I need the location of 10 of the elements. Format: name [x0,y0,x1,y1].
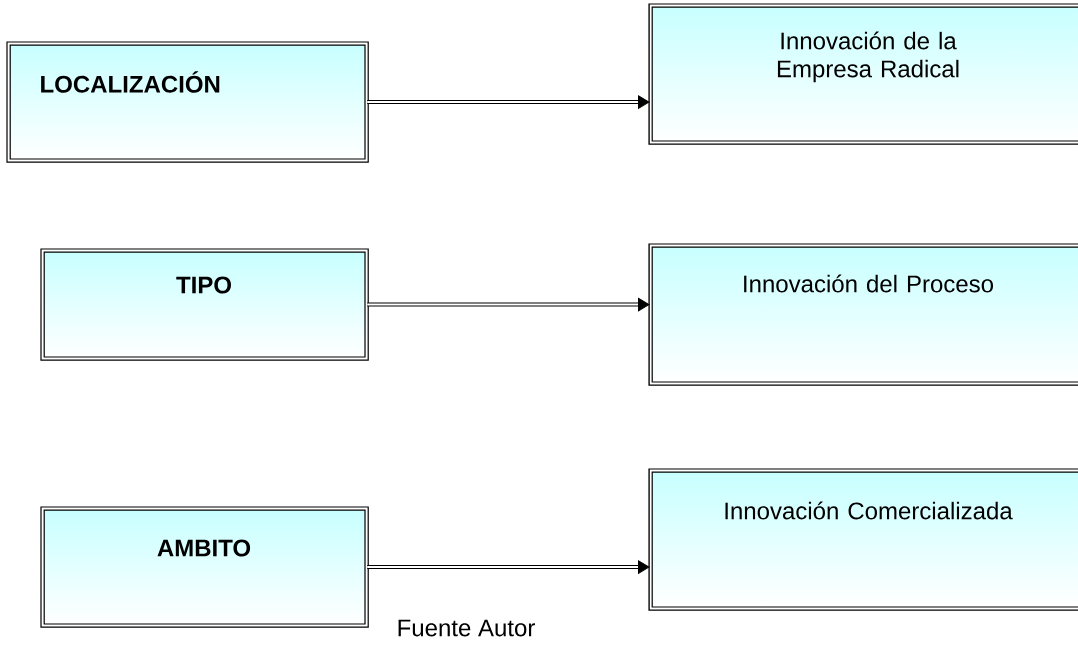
source-note: Fuente Autor [398,619,535,637]
box-label: Innovación del Proceso [744,274,994,293]
box-label: LOCALIZACIÓN [41,71,220,93]
box-label: Innovación Comercializada [725,501,1013,520]
box-label: Innovación de la Empresa Radical [777,31,959,83]
box-label: AMBITO [157,539,251,557]
box-label: TIPO [176,276,231,294]
arrow [366,560,650,574]
arrow [366,95,650,109]
arrow [366,297,650,312]
